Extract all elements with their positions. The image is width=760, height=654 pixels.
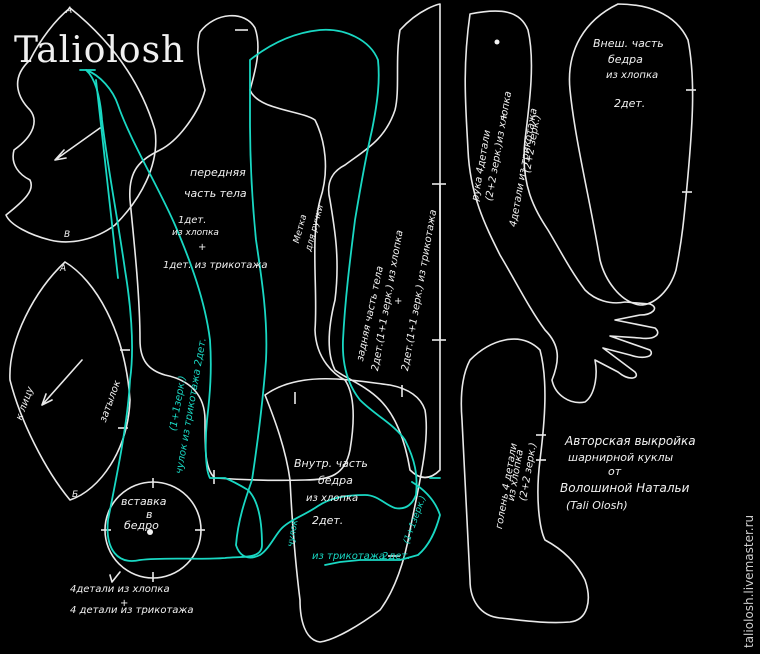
front-qty1: 1дет. (178, 215, 207, 226)
author-line3: от (608, 465, 622, 478)
front-title1: передняя (190, 166, 246, 179)
author-line5: (Tali Olosh) (566, 499, 628, 512)
head-top-arrow (54, 127, 101, 161)
inner-title1: Внутр. часть (294, 457, 368, 470)
watermark-url: taliolosh.livemaster.ru (742, 514, 756, 648)
logo: Taliolosh (14, 30, 186, 71)
head-count-line2: 4 детали из трикотажа (70, 605, 194, 616)
arm-plus: + (498, 111, 511, 122)
arm-piece (464, 10, 659, 404)
outer-title2: бедра (608, 53, 643, 66)
author-line4: Волошиной Натальи (560, 481, 690, 495)
head-letter-top: А (66, 6, 73, 16)
head-side-piece (9, 261, 131, 501)
author-line1: Авторская выкройка (565, 434, 696, 448)
insert-title: вставка (121, 495, 167, 508)
front-qty1-mat: из хлопка (172, 228, 219, 238)
stocking-outline-left (85, 69, 263, 562)
shin-piece (460, 338, 589, 624)
inner-knit-label: из трикотажа (312, 551, 385, 562)
inner-mat: из хлопка (306, 493, 359, 504)
outer-title1: Внеш. часть (593, 37, 664, 50)
inner-qty: 2дет. (312, 514, 344, 527)
inner-knit-qty: 2дет. (382, 551, 411, 562)
outer-thigh-piece (568, 3, 694, 306)
front-body-piece (129, 14, 355, 482)
inner-title2: бедра (318, 474, 353, 487)
back-plus: + (394, 296, 403, 307)
insert-in: в (146, 508, 153, 521)
head-letter-b: В (64, 230, 71, 240)
head-letter-bottom: Б (72, 490, 79, 500)
front-plus: + (198, 242, 207, 253)
insert-where: бедро (124, 519, 159, 532)
head-letter-a: А (60, 264, 67, 274)
stocking-outline-right (235, 28, 418, 559)
back-body-piece (327, 3, 441, 479)
front-qty2: 1дет. из трикотажа (163, 260, 268, 271)
front-title2: часть тела (184, 187, 247, 200)
head-count-line1: 4детали из хлопка (70, 584, 170, 595)
outer-mat: из хлопка (606, 70, 659, 81)
inner-thigh-piece (264, 377, 428, 643)
head-top-piece (5, 7, 157, 243)
outer-qty: 2дет. (614, 97, 646, 110)
head-count-plus: + (120, 598, 129, 609)
head-side-arrow (41, 359, 83, 406)
author-line2: шарнирной куклы (568, 451, 674, 464)
